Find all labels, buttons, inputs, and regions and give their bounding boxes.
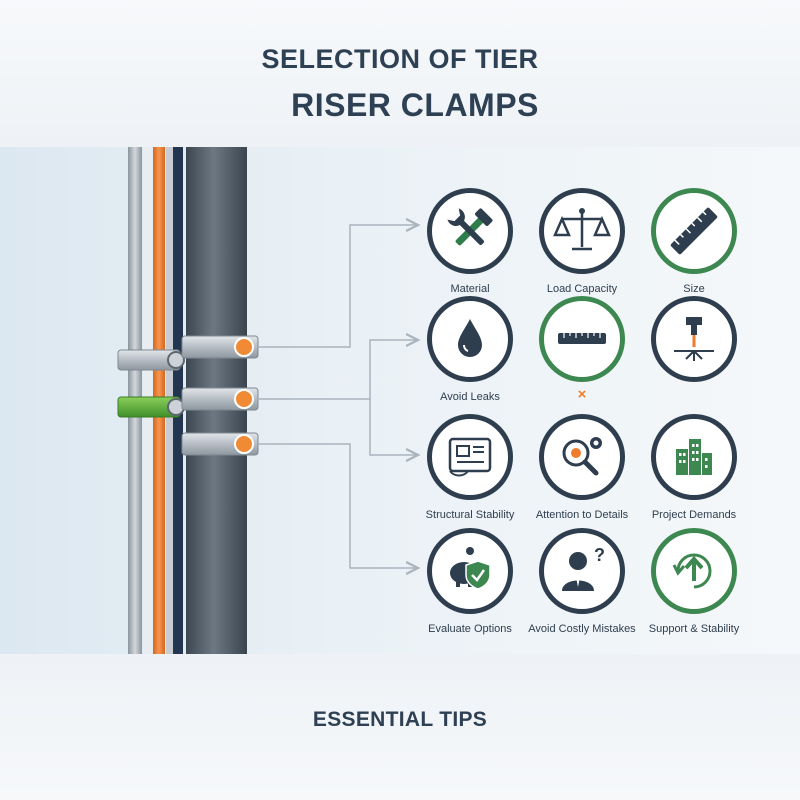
tip-label: Support & Stability bbox=[648, 623, 740, 635]
level-ruler-icon bbox=[539, 296, 625, 382]
circular-arrow-up-icon bbox=[651, 528, 737, 614]
tip-attention-to-details: Attention to Details bbox=[507, 414, 657, 529]
header-band bbox=[0, 0, 800, 147]
tip-support-stability: Support & Stability bbox=[619, 528, 769, 643]
person-question-icon: ? bbox=[539, 528, 625, 614]
tip-precision bbox=[619, 296, 769, 411]
blueprint-icon bbox=[427, 414, 513, 500]
clamp-right-1 bbox=[181, 335, 259, 359]
tip-label: Material bbox=[450, 283, 490, 295]
tip-label: Size bbox=[683, 283, 705, 295]
clamp-right-2 bbox=[181, 387, 259, 411]
footer-title: ESSENTIAL TIPS bbox=[312, 708, 488, 731]
magnifier-gear-icon bbox=[539, 414, 625, 500]
tip-label: Project Demands bbox=[651, 509, 737, 521]
tip-measure: × bbox=[507, 296, 657, 411]
balance-scale-icon bbox=[539, 188, 625, 274]
tip-label: × bbox=[577, 386, 587, 403]
tip-label: Attention to Details bbox=[535, 509, 629, 521]
buildings-icon bbox=[651, 414, 737, 500]
title-line-1: SELECTION OF TIER bbox=[261, 44, 539, 74]
svg-text:?: ? bbox=[594, 545, 605, 565]
title-line-2: RISER CLAMPS bbox=[291, 87, 539, 123]
laser-cut-icon bbox=[651, 296, 737, 382]
tip-label: Avoid Leaks bbox=[440, 391, 500, 403]
tip-label: Evaluate Options bbox=[428, 623, 512, 635]
piggy-shield-icon bbox=[427, 528, 513, 614]
ruler-icon bbox=[651, 188, 737, 274]
tip-label: Structural Stability bbox=[425, 509, 515, 521]
tip-structural-stability: Structural Stability bbox=[395, 414, 545, 529]
hammer-wrench-icon bbox=[427, 188, 513, 274]
clamp-left-upper bbox=[117, 349, 185, 371]
tip-project-demands: Project Demands bbox=[619, 414, 769, 529]
tip-label: Avoid Costly Mistakes bbox=[528, 623, 636, 635]
tip-evaluate-options: Evaluate Options bbox=[395, 528, 545, 643]
footer-band bbox=[0, 654, 800, 800]
tip-load-capacity: Load Capacity bbox=[507, 188, 657, 303]
connector-lines bbox=[258, 225, 418, 568]
tip-size: Size bbox=[619, 188, 769, 303]
tip-avoid-costly-mistakes: ? Avoid Costly Mistakes bbox=[507, 528, 657, 643]
clamp-right-3 bbox=[181, 432, 259, 456]
tip-material: Material bbox=[395, 188, 545, 303]
tip-label: Load Capacity bbox=[546, 283, 618, 295]
tip-avoid-leaks: Avoid Leaks bbox=[395, 296, 545, 411]
clamp-left-green bbox=[117, 396, 185, 418]
water-drop-icon bbox=[427, 296, 513, 382]
